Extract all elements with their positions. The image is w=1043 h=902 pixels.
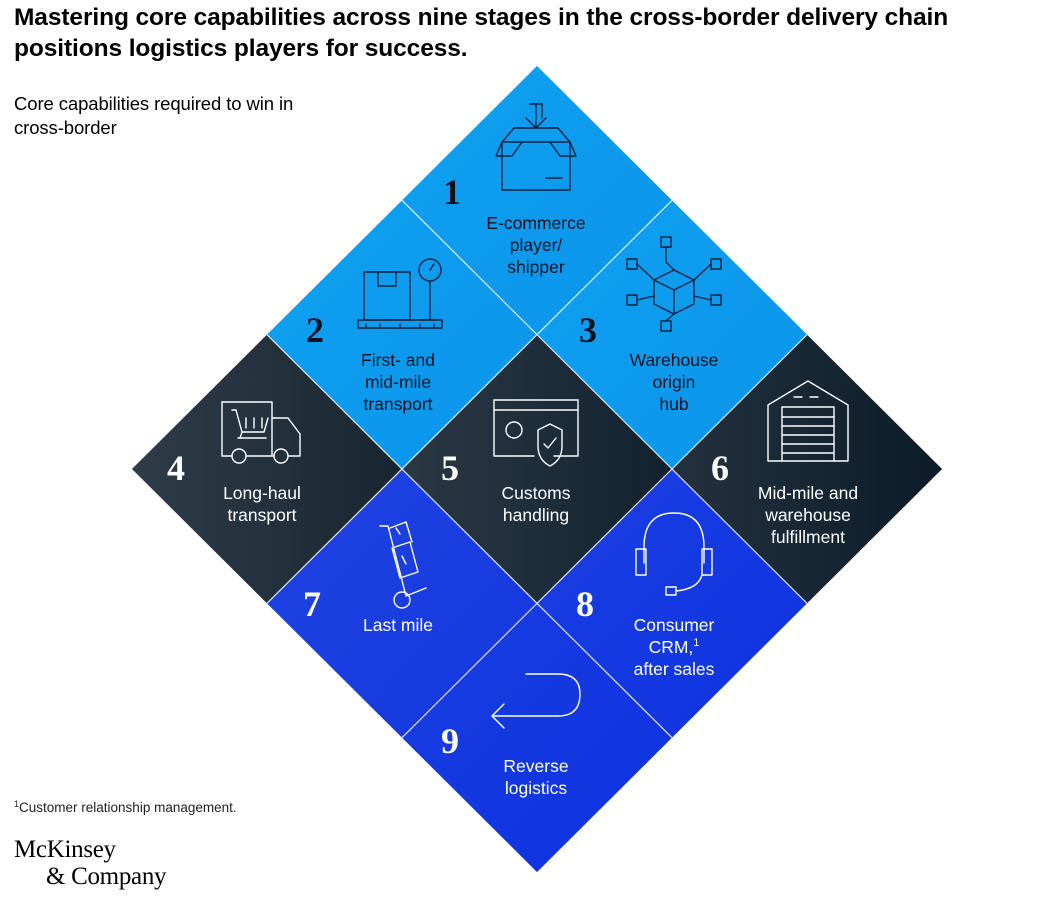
stage-label-line: player/ [510, 235, 563, 255]
stage-number-5: 5 [441, 448, 459, 488]
mckinsey-logo: McKinsey & Company [14, 836, 167, 890]
return-arrow-icon [491, 673, 581, 729]
stage-label-line: Last mile [363, 615, 433, 635]
stage-label-line: hub [659, 394, 688, 414]
footnote-marker: 1 [14, 799, 20, 809]
stage-number-4: 4 [167, 448, 185, 488]
diagram-subtitle: Core capabilities required to win in cro… [14, 93, 294, 138]
headset-icon [635, 512, 713, 596]
stage-label-line: after sales [634, 659, 715, 679]
stage-label-line: mid-mile [365, 372, 431, 392]
stage-label-line: Consumer [634, 615, 715, 635]
stage-number-6: 6 [711, 448, 729, 488]
tile-shade [402, 66, 672, 335]
logo-line-1: McKinsey [14, 836, 116, 863]
stage-label-line: CRM,1 [649, 637, 700, 657]
grid-line [266, 334, 673, 739]
stage-label-line: First- and [361, 350, 435, 370]
stage-label-line: warehouse [764, 505, 851, 525]
stage-label-line: transport [363, 394, 432, 414]
footnote: 1Customer relationship management. [14, 795, 237, 817]
stage-label-line: Long-haul [223, 483, 301, 503]
grid-line [401, 334, 808, 739]
stage-number-9: 9 [441, 721, 459, 761]
grid-line [401, 199, 808, 604]
stage-label-line: origin [653, 372, 696, 392]
stage-number-7: 7 [303, 584, 321, 624]
logo-line-2: & Company [46, 863, 167, 890]
warehouse-icon [767, 380, 849, 462]
stage-number-2: 2 [306, 310, 324, 350]
stage-label-line: shipper [507, 257, 565, 277]
stage-label-line: Mid-mile and [758, 483, 858, 503]
stage-label-line: transport [227, 505, 296, 525]
network-cube-icon [626, 236, 722, 332]
footnote-reference: 1 [693, 637, 699, 649]
stage-label-line: logistics [505, 778, 567, 798]
stage-number-8: 8 [576, 584, 594, 624]
page-title: Mastering core capabilities across nine … [14, 4, 949, 62]
parcel-scale-icon [357, 258, 443, 329]
stage-number-3: 3 [579, 310, 597, 350]
footnote-text: Customer relationship management. [19, 800, 237, 815]
stage-number-1: 1 [443, 172, 461, 212]
grid-line [266, 199, 673, 604]
box-download-icon [495, 103, 577, 191]
stage-label-line: Warehouse [630, 350, 719, 370]
stage-label-line: Reverse [503, 756, 568, 776]
stage-label-line: E-commerce [486, 213, 585, 233]
stage-label-7: Last mile [363, 615, 433, 635]
id-card-shield-icon [493, 399, 579, 467]
stage-label-line: handling [503, 505, 569, 525]
hand-truck-icon [379, 521, 427, 609]
stage-label-line: Customs [501, 483, 570, 503]
stage-label-line: fulfillment [771, 527, 845, 547]
delivery-truck-icon [221, 401, 301, 464]
